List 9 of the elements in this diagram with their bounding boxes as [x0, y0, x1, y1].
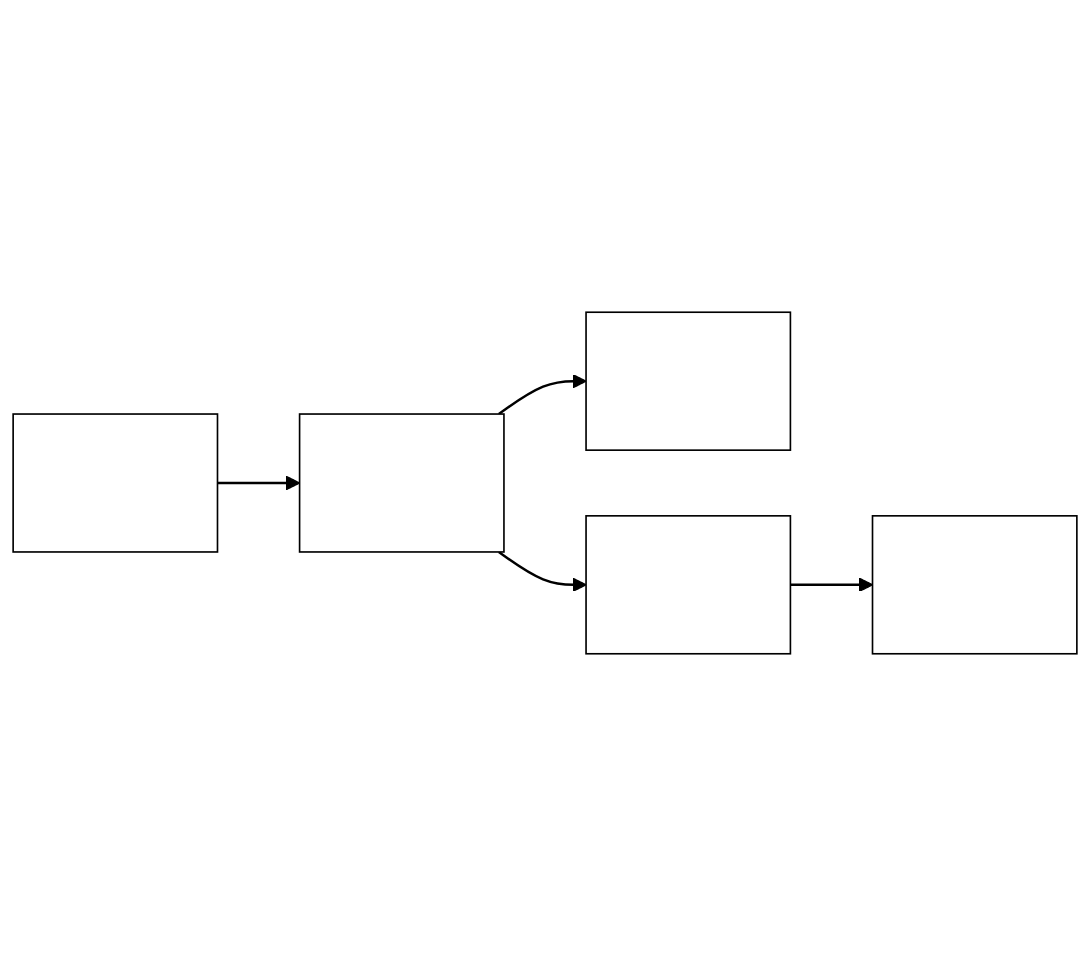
- arrow: [790, 577, 874, 593]
- node-box: [298, 413, 505, 553]
- node-box: [585, 515, 792, 655]
- arrow: [498, 550, 587, 593]
- arrow: [498, 373, 587, 416]
- node-box: [871, 515, 1078, 655]
- arrow: [217, 475, 301, 491]
- node-box: [12, 413, 219, 553]
- node-box: [585, 311, 792, 451]
